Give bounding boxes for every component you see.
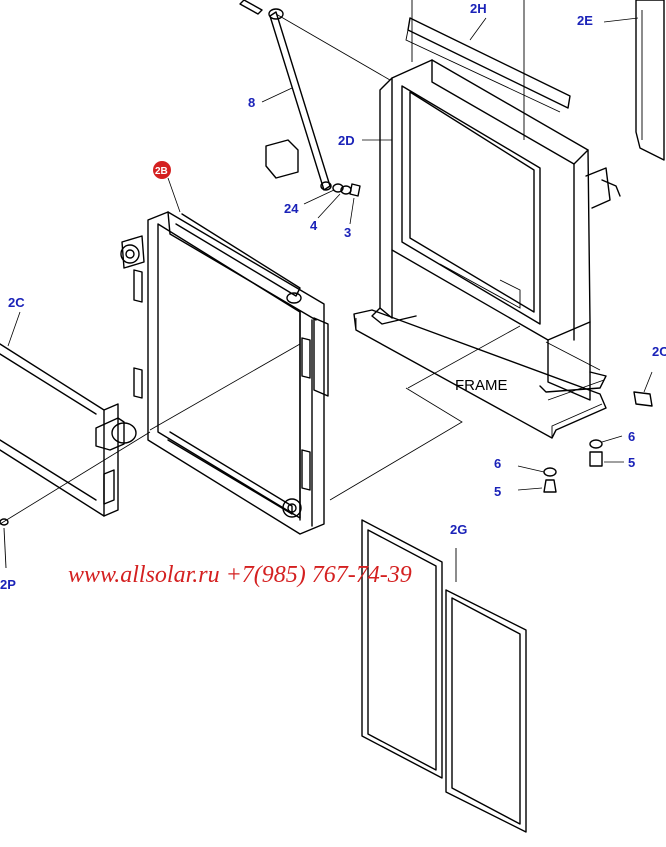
part-bracket-small [265, 139, 299, 179]
leader-2h [469, 17, 487, 41]
callout-24: 24 [284, 201, 299, 216]
leader-4 [317, 193, 341, 219]
callout-2g: 2G [450, 522, 467, 537]
part-2c-oil-cooler [0, 343, 137, 517]
part-2d-shroud-frame [371, 59, 621, 401]
leader-8 [261, 87, 293, 103]
part-2p-fitting [0, 518, 9, 569]
frame-label: FRAME [455, 377, 508, 394]
leader-line-frame-b [329, 387, 463, 501]
leader-line-radiator-b [0, 431, 151, 525]
callout-5-left: 5 [494, 484, 501, 499]
callout-3: 3 [344, 225, 351, 240]
callout-2e: 2E [577, 13, 593, 28]
leader-24 [303, 189, 335, 205]
callout-2d: 2D [338, 133, 355, 148]
part-8-stay-rod [239, 0, 391, 191]
leader-line-frame-d [547, 379, 605, 401]
leader-line-frame-a [407, 325, 521, 389]
part-bolt-5-washer-6-right [589, 435, 624, 467]
leader-line-frame-c [545, 341, 601, 371]
leader-line-radiator-a [149, 343, 301, 431]
callout-5-right: 5 [628, 455, 635, 470]
watermark-text: www.allsolar.ru +7(985) 767-74-39 [68, 562, 412, 588]
callout-2h: 2H [470, 1, 487, 16]
callout-2c-right: 2C [652, 344, 666, 359]
callout-8: 8 [248, 95, 255, 110]
part-2e-side-panel [635, 0, 665, 161]
part-bolt-5-washer-6-left [517, 465, 557, 493]
part-frame-base [353, 309, 607, 439]
callout-2c-left: 2C [8, 295, 25, 310]
part-bolt-3 [332, 183, 361, 197]
highlight-badge [153, 161, 171, 179]
part-2g-side-doors [361, 519, 527, 833]
leader-2e [603, 17, 639, 23]
leader-3 [349, 197, 355, 225]
callout-2b-highlight: 2B [153, 161, 181, 213]
callout-2p: 2P [0, 577, 16, 592]
callout-6-right: 6 [628, 429, 635, 444]
leader-2c-left [7, 311, 21, 347]
part-2h-cover-strip [405, 17, 571, 113]
part-2b-radiator [120, 211, 329, 535]
callout-2b: 2B [155, 166, 168, 177]
callout-4: 4 [310, 218, 318, 233]
callout-6-left: 6 [494, 456, 501, 471]
part-bolt-2c-right [633, 371, 653, 407]
